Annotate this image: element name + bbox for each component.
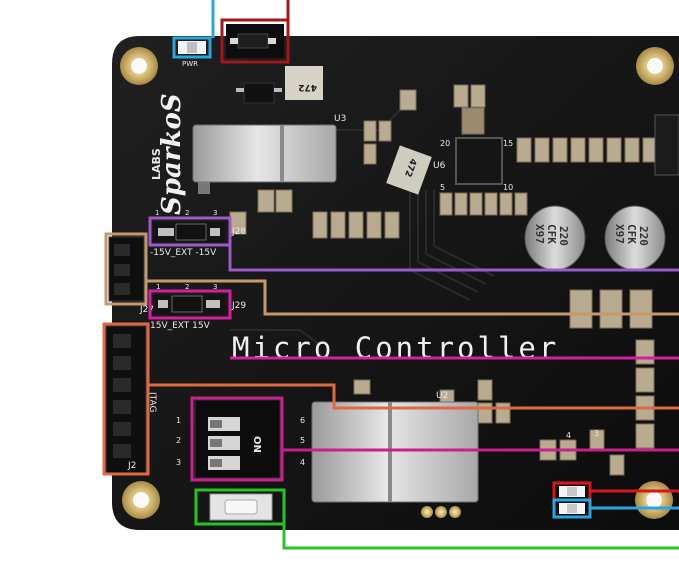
brand-logo: SparkoS LABS [150,93,187,215]
dip-on-label: ON [251,436,262,453]
inductor [654,114,679,176]
cap-left-code: CFK [545,224,558,244]
annotation-led-blue [552,498,679,519]
ic-sot [236,82,282,104]
pwr-led: PWR [178,41,206,68]
j2-label: J2 [127,461,136,471]
dip-pin3: 3 [176,458,181,467]
dip-pin6: 6 [300,416,305,425]
u2-label: U2 [436,391,448,401]
test-pads [421,506,461,518]
cap-left-lot: X97 [533,224,546,244]
mounting-hole-top-right [636,47,674,85]
j29-label: J29 [231,301,246,311]
capacitor-left: 220 CFK X97 [524,205,586,271]
j29-jumper[interactable]: 1 2 3 J29 15V_EXT 15V [150,283,246,331]
u2-module: U2 [311,391,479,503]
j27-header[interactable]: J27 [108,236,154,315]
u6-label: U6 [433,161,446,171]
u3-label: U3 [334,114,346,124]
chip-472b: 472 [386,145,432,195]
board-title: Micro Controller [232,331,559,365]
pin-15-label: 15 [503,139,513,148]
pwr-jumper[interactable] [226,24,284,58]
annotation-pwr-jumper [220,0,290,64]
j28-pin1: 1 [155,209,159,217]
dip-switch[interactable]: ON 1 2 3 4 5 6 [176,399,305,479]
u6-ic: U6 20 15 10 5 [433,137,513,192]
j29-text: 15V_EXT 15V [150,321,211,331]
capacitor-right: 220 CFK X97 [604,205,666,271]
pin-10-label: 10 [503,183,513,192]
cap-right-value: 220 [637,226,650,246]
j28-label: J28 [231,227,246,237]
jtag-header[interactable]: JTAG J2 [105,325,157,475]
annotation-j28 [148,216,679,272]
pin-5-label: 5 [440,183,445,192]
pin-4-label: 4 [566,431,571,440]
j29-pin1: 1 [156,283,160,291]
mounting-hole-top-left [120,47,158,85]
dip-pin1: 1 [176,416,181,425]
j28-pin2: 2 [185,209,189,217]
jtag-label: JTAG [147,391,157,412]
mounting-hole-bottom-left [122,481,160,519]
j28-pin3: 3 [213,209,217,217]
annotation-j27 [104,232,679,316]
annotation-pwr-led [172,0,215,59]
annotation-dip-switch [190,396,679,482]
pin-20-label: 20 [440,139,450,148]
status-led-red [559,486,585,497]
cap-left-value: 220 [557,226,570,246]
pwr-label: PWR [182,60,198,68]
brand-sub: LABS [150,148,163,180]
j29-pin2: 2 [185,283,189,291]
j27-label: J27 [139,305,154,315]
brand-name: SparkoS [157,93,187,215]
mounting-hole-bottom-right [635,481,673,519]
chip-472: 472 [285,66,323,100]
dip-pin2: 2 [176,436,181,445]
cap-right-code: CFK [625,224,638,244]
dip-pin5: 5 [300,436,305,445]
cap-right-lot: X97 [613,224,626,244]
chip-472-label: 472 [298,82,317,92]
u3-module: U3 [192,114,346,194]
status-led-blue [559,503,585,514]
annotation-j29 [148,289,679,360]
annotation-reset-button [194,488,679,550]
dip-pin4: 4 [300,458,305,467]
pin-3-label: 3 [594,429,599,438]
j29-pin3: 3 [213,283,217,291]
j28-text: -15V_EXT -15V [150,248,217,258]
reset-button[interactable] [209,493,273,521]
annotation-jtag [102,322,679,476]
j28-jumper[interactable]: 1 2 3 J28 -15V_EXT -15V [150,209,246,258]
